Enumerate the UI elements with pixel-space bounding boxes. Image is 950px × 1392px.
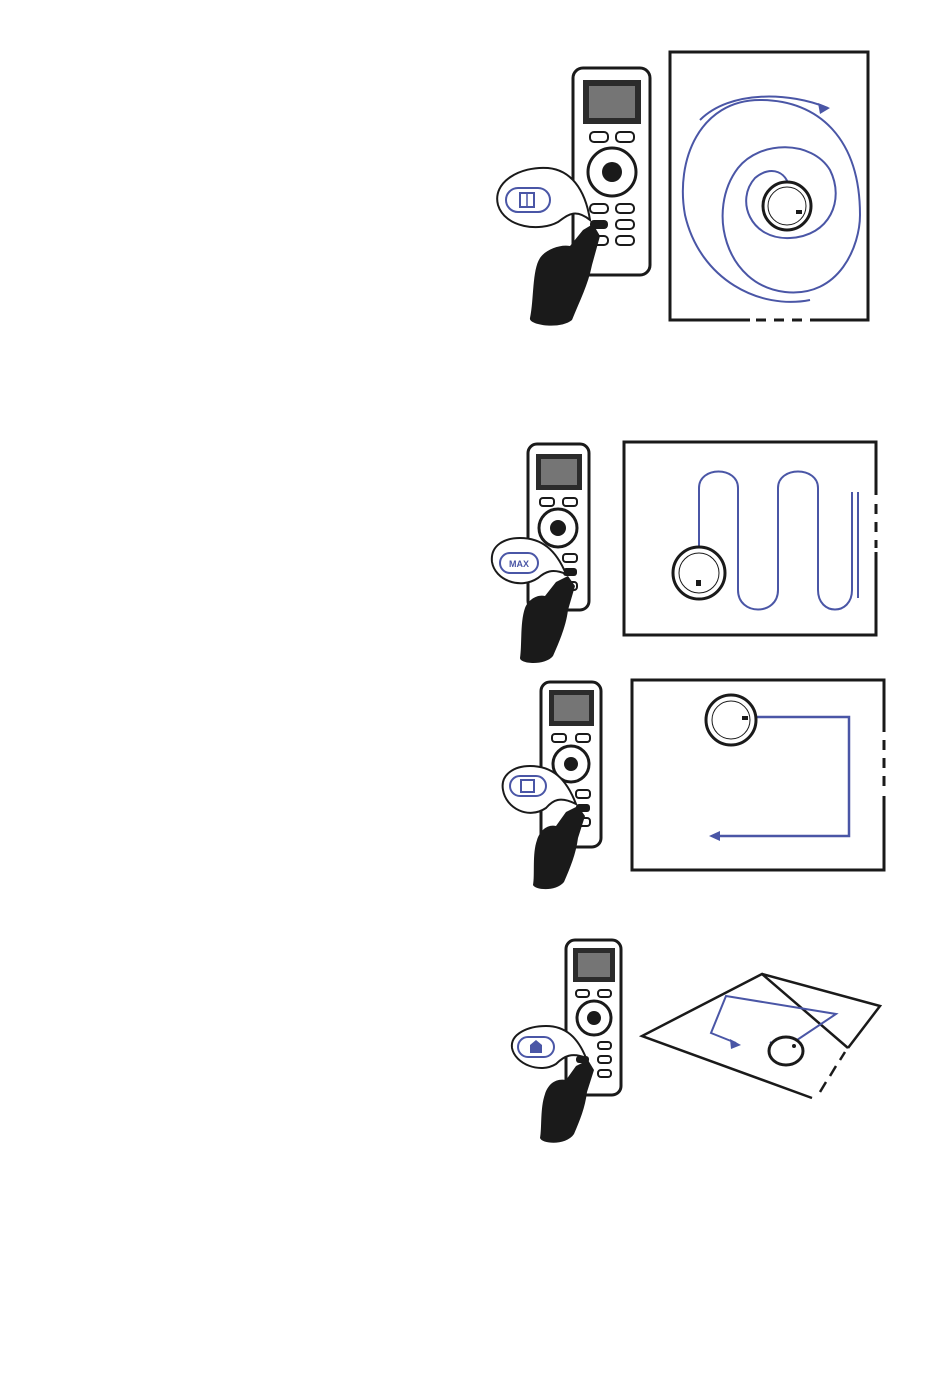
- robot-vacuum: [769, 1037, 803, 1065]
- room-outline: [670, 52, 868, 320]
- robot-vacuum: [706, 695, 756, 745]
- panel-zigzag-clean: MAX: [0, 430, 950, 670]
- panel-edge-graphic: [0, 670, 950, 895]
- max-icon: MAX: [509, 559, 529, 569]
- zigzag-path: [699, 472, 852, 610]
- panel-zigzag-graphic: MAX: [0, 430, 950, 670]
- hand-pointer: [530, 224, 600, 326]
- robot-vacuum: [673, 547, 725, 599]
- panel-edge-clean: [0, 670, 950, 895]
- room-outline: [642, 974, 880, 1098]
- panel-spiral-graphic: [0, 0, 950, 345]
- panel-room-graphic: [0, 930, 950, 1150]
- robot-vacuum: [763, 182, 811, 230]
- panel-room-clean: [0, 930, 950, 1150]
- room-outline: [632, 680, 884, 870]
- panel-spiral-clean: [0, 0, 950, 345]
- room-outline: [624, 442, 876, 635]
